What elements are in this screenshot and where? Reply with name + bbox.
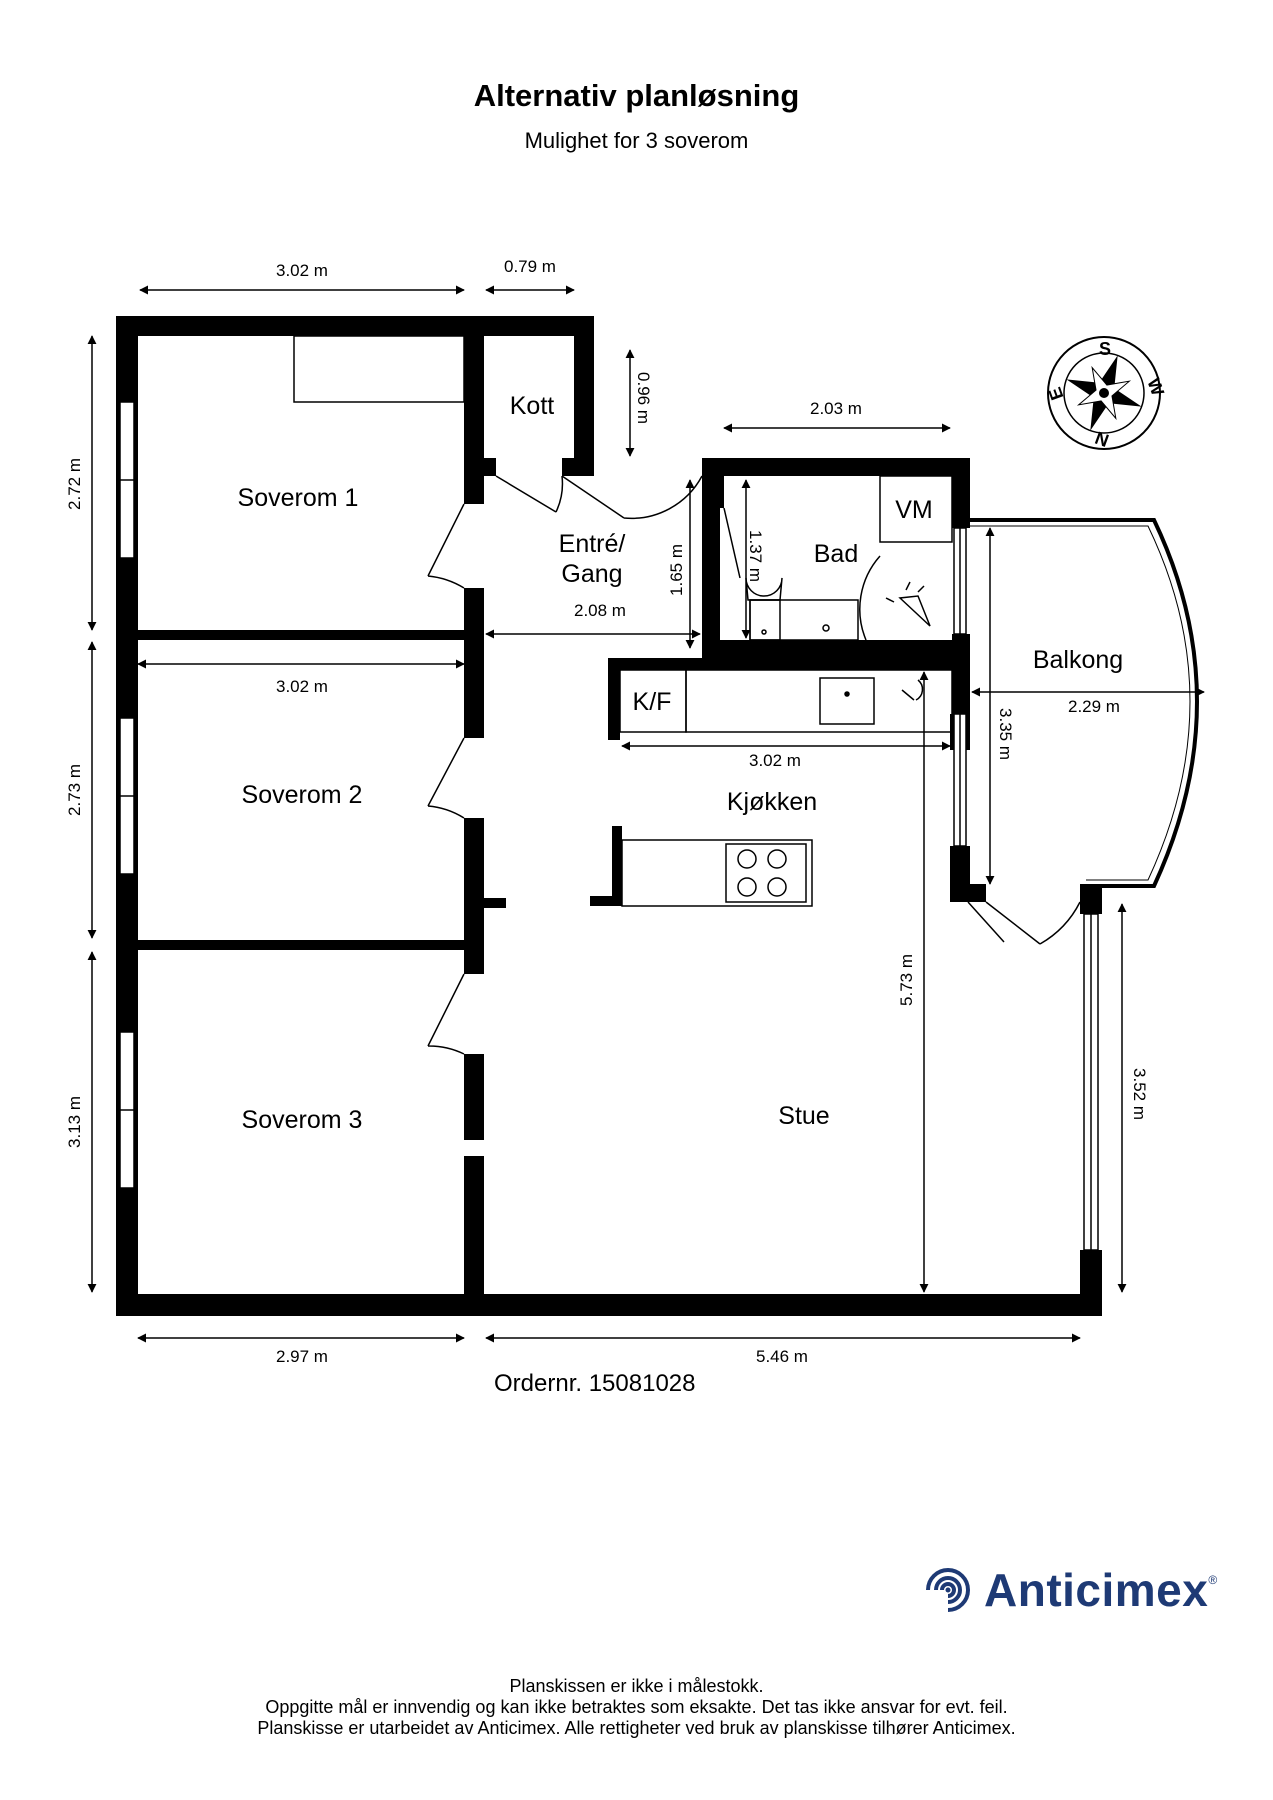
dim-soverom2-width: 3.02 m [276, 677, 328, 696]
anticimex-logo: Anticimex ® [922, 1563, 1217, 1617]
dim-soverom2-height: 2.73 m [65, 764, 84, 816]
dim-bottom-left-width: 2.97 m [276, 1347, 328, 1366]
dim-entre-width: 2.08 m [574, 601, 626, 620]
anticimex-registered-mark: ® [1208, 1573, 1218, 1587]
page-subtitle: Mulighet for 3 soverom [524, 128, 749, 153]
dishwasher-icon [901, 679, 924, 701]
kitchen-sink [819, 677, 875, 725]
dim-top-left-width: 3.02 m [276, 261, 328, 280]
anticimex-logo-text: Anticimex [984, 1564, 1209, 1616]
dim-balkong-width: 2.29 m [1068, 697, 1120, 716]
compass-inner-ring [1063, 352, 1145, 434]
dim-bad-height: 1.37 m [746, 530, 765, 582]
room-stue: Stue [778, 1102, 829, 1130]
room-kott: Kott [510, 392, 555, 420]
page-title: Alternativ planløsning [473, 78, 800, 113]
room-bad: Bad [814, 540, 858, 568]
fixtures [293, 335, 953, 907]
cooktop [725, 843, 807, 903]
dim-bad-width: 2.03 m [810, 399, 862, 418]
compass-rose: S W N E [1045, 336, 1168, 451]
footer-line-3: Planskisse er utarbeidet av Anticimex. A… [257, 1718, 1016, 1738]
wardrobe [293, 335, 465, 403]
room-balkong: Balkong [1033, 646, 1123, 674]
room-soverom-3: Soverom 3 [242, 1106, 363, 1134]
kitchen-counter [685, 669, 953, 733]
dim-right-height: 3.52 m [1130, 1068, 1149, 1120]
room-labels: Soverom 1 Soverom 2 Soverom 3 Kott Entré… [238, 392, 1124, 1134]
room-entre-line2: Gang [561, 560, 622, 588]
walls [116, 316, 1102, 1316]
room-vm: VM [895, 496, 933, 524]
compass-label-s: S [1099, 339, 1111, 359]
dim-kitchen-width: 3.02 m [749, 751, 801, 770]
balcony-outline [970, 518, 1199, 888]
room-kjokken: Kjøkken [727, 788, 817, 816]
room-soverom-1: Soverom 1 [238, 484, 359, 512]
dim-entre-height: 1.65 m [667, 544, 686, 596]
compass-label-n: N [1092, 427, 1111, 450]
kitchen-island [621, 839, 813, 907]
compass-label-w: W [1143, 376, 1168, 399]
dim-balkong-height: 3.35 m [996, 708, 1015, 760]
footer-line-2: Oppgitte mål er innvendig og kan ikke be… [265, 1697, 1008, 1717]
anticimex-logo-icon [926, 1568, 970, 1612]
room-soverom-2: Soverom 2 [242, 781, 363, 809]
dim-kott-height: 0.96 m [634, 372, 653, 424]
bathroom-sink [749, 599, 859, 641]
doors [427, 475, 1081, 1055]
dim-soverom1-height: 2.72 m [65, 458, 84, 510]
lamp-icon [898, 595, 931, 627]
order-number: Ordernr. 15081028 [494, 1370, 696, 1397]
room-kf: K/F [633, 688, 672, 716]
shower-arc [859, 555, 881, 641]
dimension-labels: 3.02 m 0.79 m 0.96 m 2.03 m 1.37 m 1.65 … [65, 257, 1149, 1366]
dim-kott-width: 0.79 m [504, 257, 556, 276]
windows [119, 401, 1099, 1251]
footer-line-1: Planskissen er ikke i målestokk. [509, 1676, 764, 1696]
dimension-lines [87, 285, 1205, 1343]
dim-bottom-right-width: 5.46 m [756, 1347, 808, 1366]
footer-disclaimer: Planskissen er ikke i målestokk. Oppgitt… [0, 1676, 1273, 1739]
washing-machine [879, 475, 953, 543]
dim-soverom3-height: 3.13 m [65, 1096, 84, 1148]
room-entre-line1: Entré/ [559, 530, 626, 558]
dim-stue-height: 5.73 m [897, 954, 916, 1006]
